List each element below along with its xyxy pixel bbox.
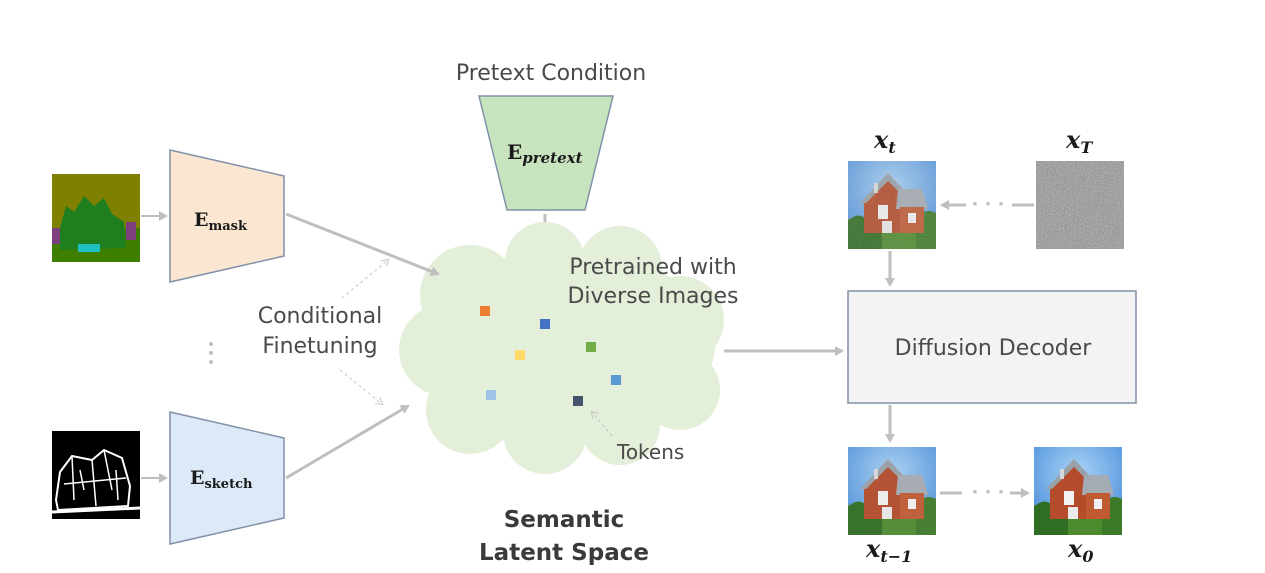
token-square (480, 306, 490, 316)
vertical-ellipsis (209, 342, 213, 364)
top-ellipsis: · · · (971, 194, 1004, 215)
finetune-arrow-lower (339, 369, 382, 404)
token-square (586, 342, 596, 352)
sketch-input-image (51, 431, 141, 519)
x0-label: x0 (1067, 534, 1093, 566)
arrow-sketch-encoder-to-cloud (285, 404, 410, 480)
cloud-label-line1: Pretrained with (569, 255, 736, 280)
noisy-house-image-xt (848, 161, 936, 249)
latent-space-label-line1: Semantic (504, 507, 625, 533)
mask-encoder: Emask (169, 149, 285, 283)
token-square (611, 375, 621, 385)
house-image-xt-1 (848, 447, 936, 535)
latent-space-label-line2: Latent Space (479, 540, 649, 566)
token-group (480, 306, 621, 406)
bottom-ellipsis: · · · (971, 482, 1004, 503)
xt-1-label: xt−1 (865, 534, 912, 566)
token-square (573, 396, 583, 406)
diffusion-decoder: Diffusion Decoder (847, 290, 1137, 404)
mask-input-image (52, 174, 140, 262)
finetuning-label-line1: Conditional (258, 304, 383, 329)
finetuning-label-line2: Finetuning (262, 334, 377, 359)
finetune-arrow-upper (341, 260, 388, 299)
clean-house-image-x0 (1034, 447, 1122, 535)
xt-label: xt (873, 125, 896, 157)
xT-label: xT (1065, 125, 1093, 157)
sketch-encoder-label: Esketch (190, 467, 253, 492)
mask-encoder-label: Emask (194, 209, 248, 234)
token-square (515, 350, 525, 360)
sketch-encoder: Esketch (169, 411, 285, 545)
pretext-encoder-label: Epretext (507, 140, 583, 167)
token-square (540, 319, 550, 329)
decoder-label: Diffusion Decoder (895, 336, 1093, 361)
pretext-encoder: Epretext (478, 95, 614, 211)
token-square (486, 390, 496, 400)
tokens-label: Tokens (616, 440, 684, 464)
pretext-condition-label: Pretext Condition (456, 61, 646, 86)
tokens-pointer-arrow (592, 412, 613, 437)
cloud-label-line2: Diverse Images (567, 284, 738, 309)
arrow-mask-encoder-to-cloud (285, 212, 440, 277)
pure-noise-image-xT (1036, 161, 1124, 249)
